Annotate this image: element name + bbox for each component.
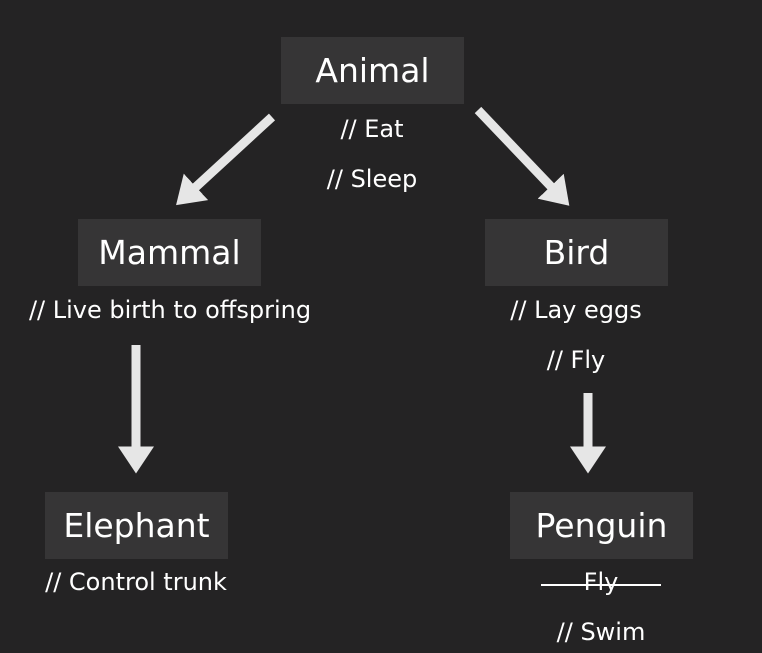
mammal-label: Mammal [98, 233, 241, 272]
elephant-label: Elephant [63, 506, 210, 545]
penguin-node: Penguin [510, 492, 693, 559]
animal-note-eat: // Eat [340, 115, 404, 143]
bird-note-lay-eggs: // Lay eggs [510, 296, 642, 324]
bird-node: Bird [485, 219, 668, 286]
bird-note-fly: // Fly [546, 346, 606, 374]
mammal-note-live-birth: // Live birth to offspring [28, 296, 312, 324]
arrow-animal-to-mammal [176, 113, 276, 206]
bird-label: Bird [543, 233, 610, 272]
penguin-note-fly-struck: Fly [583, 568, 619, 596]
penguin-fly-strikethrough [541, 584, 661, 586]
penguin-label: Penguin [535, 506, 668, 545]
penguin-note-swim: // Swim [556, 618, 646, 646]
animal-note-sleep: // Sleep [326, 165, 418, 193]
mammal-node: Mammal [78, 219, 261, 286]
animal-node: Animal [281, 37, 464, 104]
elephant-node: Elephant [45, 492, 228, 559]
arrow-animal-to-bird [474, 106, 570, 206]
animal-label: Animal [315, 51, 430, 90]
elephant-note-control-trunk: // Control trunk [45, 568, 227, 596]
